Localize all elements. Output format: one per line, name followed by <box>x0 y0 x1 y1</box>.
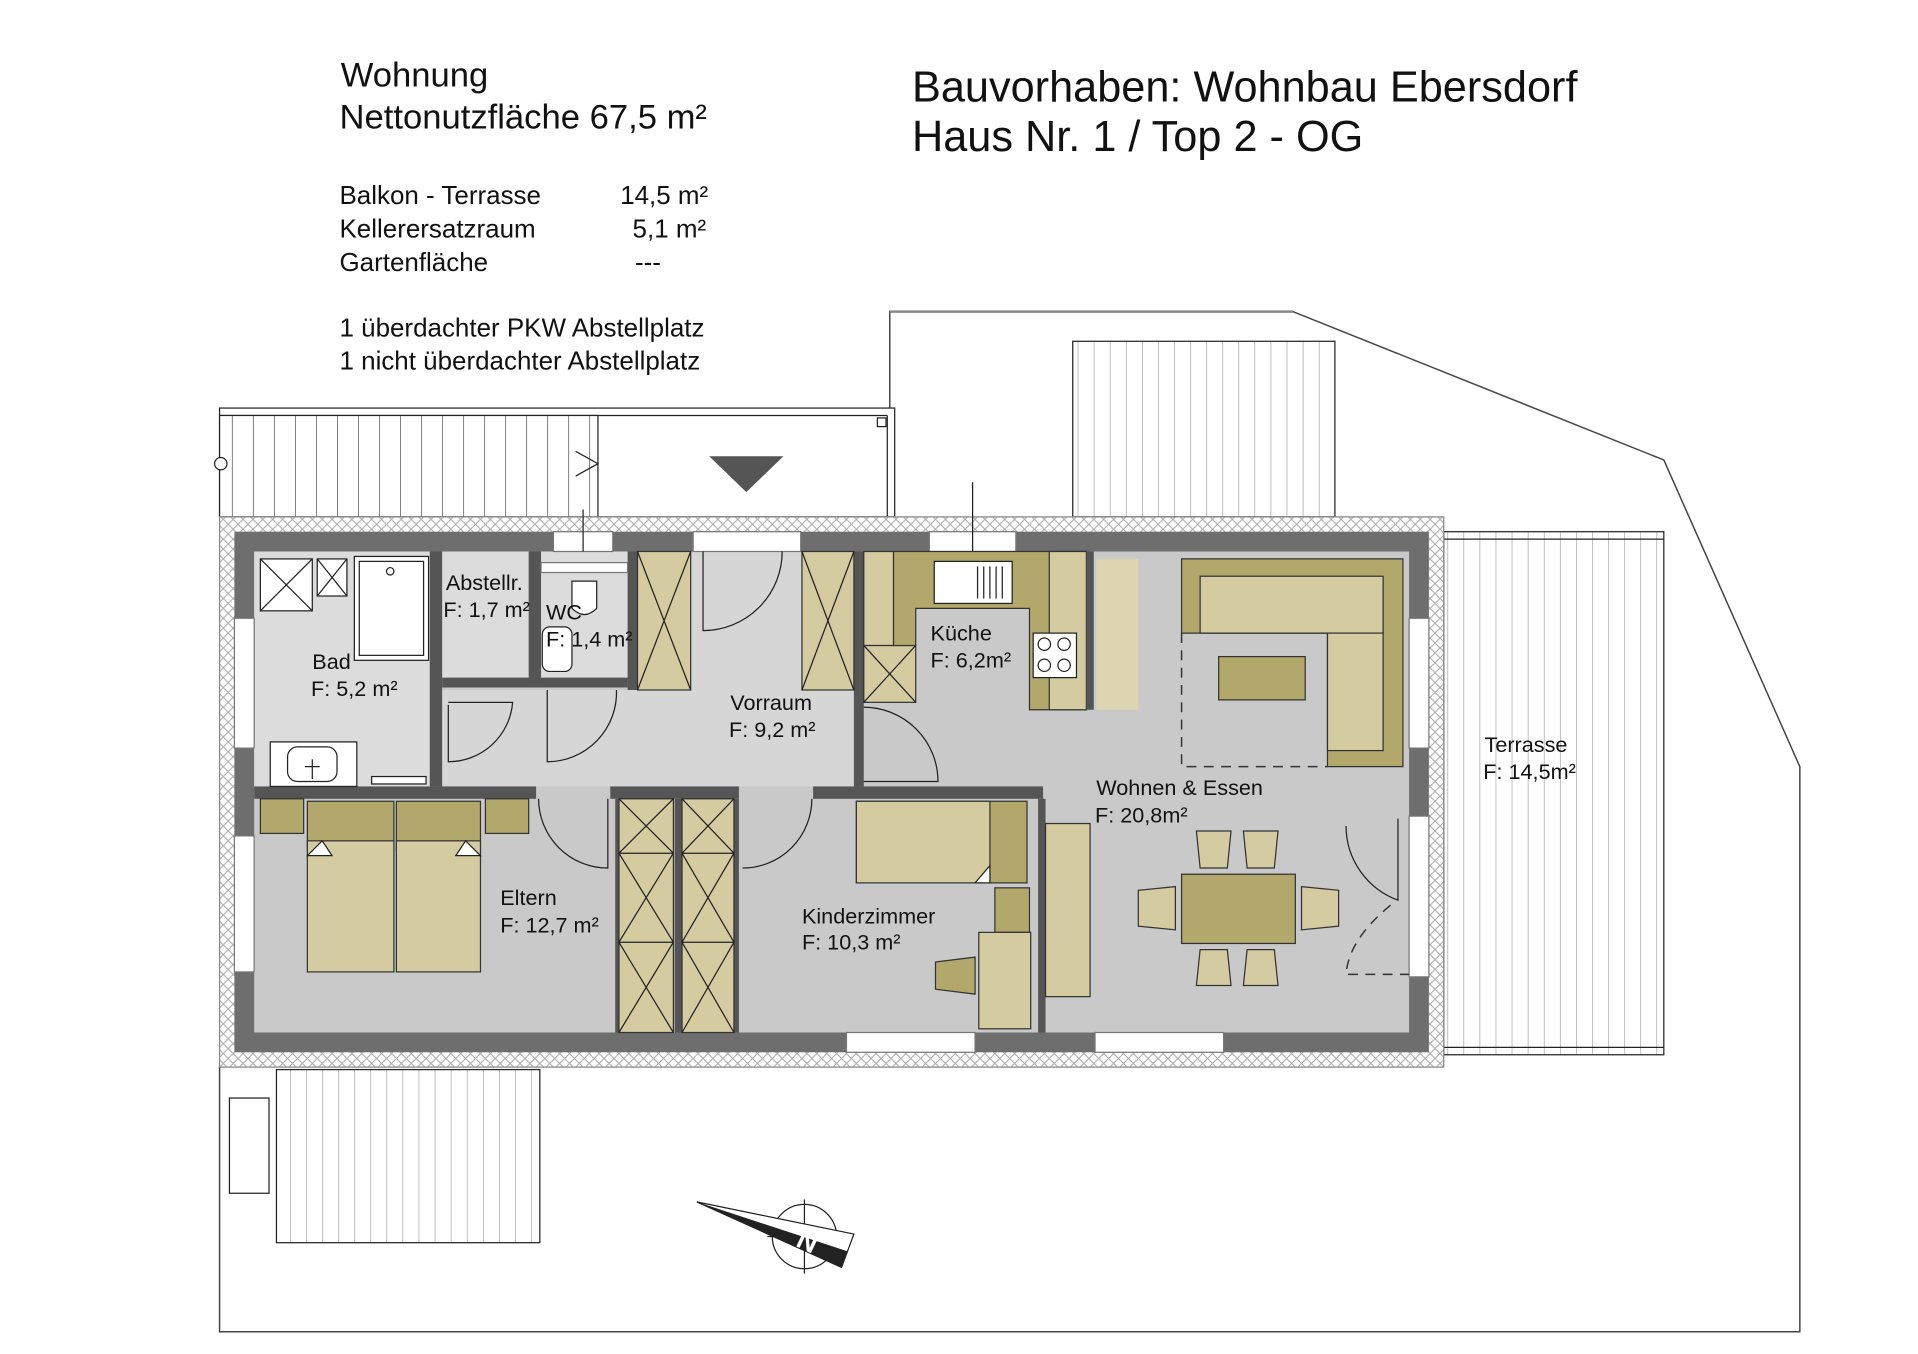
room-name: Abstellr. <box>446 570 523 595</box>
sofa <box>1180 558 1404 768</box>
project-title: Bauvorhaben: Wohnbau Ebersdorf Haus Nr. … <box>912 63 1578 160</box>
interior-walls <box>254 551 1046 1033</box>
room-labels: Bad F: 5,2 m² Abstellr. F: 1,7 m² WC F: … <box>311 570 1263 955</box>
area-label: Gartenfläche <box>339 247 488 277</box>
double-bed <box>259 798 530 973</box>
dining-set <box>1044 822 1340 998</box>
room-name: Wohnen & Essen <box>1096 775 1263 800</box>
parking-item: 1 nicht überdachter Abstellplatz <box>339 346 700 376</box>
kitchen-counter <box>863 550 1139 711</box>
room-name: Vorraum <box>730 690 812 715</box>
bath-fixtures <box>259 555 430 788</box>
room-abstellr <box>442 551 529 678</box>
coffee-table <box>1218 655 1306 701</box>
room-name: Kinderzimmer <box>802 904 935 929</box>
bathtub <box>353 555 430 661</box>
sideboard <box>1044 822 1091 998</box>
project-line-2: Haus Nr. 1 / Top 2 - OG <box>912 113 1363 161</box>
area-value: --- <box>635 247 661 277</box>
room-area: F: 5,2 m² <box>311 676 398 701</box>
room-name: Eltern <box>500 885 556 910</box>
area-value: 14,5 m² <box>620 180 708 210</box>
entry-arrow-icon <box>709 456 784 493</box>
unit-title: Wohnung <box>341 57 489 95</box>
room-area: F: 12,7 m² <box>500 912 599 937</box>
wardrobes <box>618 550 917 1034</box>
room-name: WC <box>546 600 582 625</box>
area-label: Kellerersatzraum <box>339 213 535 243</box>
room-vorraum <box>429 689 854 787</box>
doors <box>447 551 1410 976</box>
north-arrow-icon: N <box>696 1199 855 1274</box>
net-area: Nettonutzfläche 67,5 m² <box>339 99 706 137</box>
terrace <box>1443 531 1665 1056</box>
room-area: F: 9,2 m² <box>729 717 816 742</box>
upper-terrace <box>1072 340 1336 518</box>
room-name: Terrasse <box>1485 732 1568 757</box>
room-name: Bad <box>312 649 350 674</box>
room-name: Küche <box>931 621 992 646</box>
kids-furniture <box>855 800 1032 1030</box>
toilet <box>540 562 629 673</box>
lower-stairs <box>275 1068 541 1244</box>
room-area: F: 20,8m² <box>1095 802 1188 827</box>
room-area: F: 1,7 m² <box>443 597 530 622</box>
room-area: F: 1,4 m² <box>546 627 633 652</box>
parking-item: 1 überdachter PKW Abstellplatz <box>339 312 704 342</box>
unit-summary: Wohnung Nettonutzfläche 67,5 m² Balkon -… <box>339 57 708 376</box>
windows <box>233 531 1430 1053</box>
area-label: Balkon - Terrasse <box>339 180 540 210</box>
area-value: 5,1 m² <box>633 213 707 243</box>
room-area: F: 6,2m² <box>931 648 1012 673</box>
room-area: F: 10,3 m² <box>802 930 901 955</box>
project-line-1: Bauvorhaben: Wohnbau Ebersdorf <box>912 63 1578 111</box>
room-area: F: 14,5m² <box>1483 759 1576 784</box>
sink <box>933 560 1013 605</box>
staircase <box>213 407 896 518</box>
washbasin <box>269 741 358 788</box>
